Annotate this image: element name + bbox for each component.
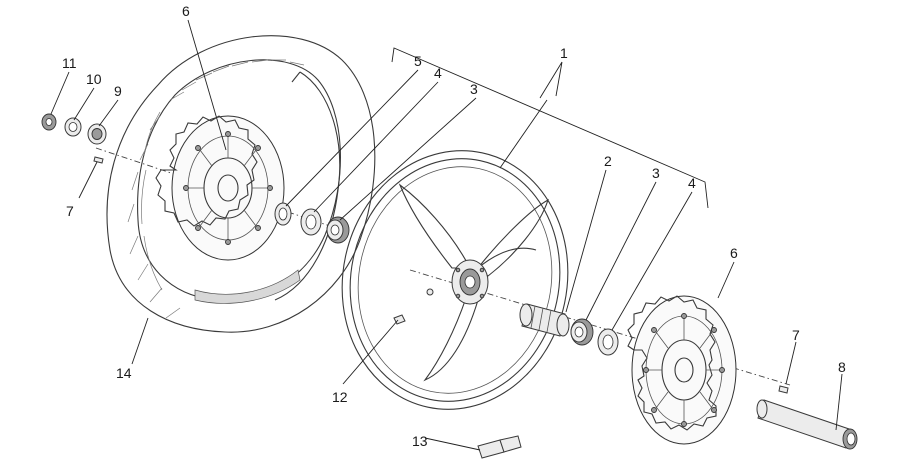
circlip-5 — [274, 202, 292, 226]
callout-10: 10 — [86, 71, 102, 87]
nut-11 — [41, 113, 57, 131]
callout-6-right: 6 — [730, 245, 738, 261]
spacer-2 — [519, 303, 570, 337]
callout-14: 14 — [116, 365, 132, 381]
bearing-3-right — [570, 318, 594, 346]
group-bracket-1 — [391, 47, 709, 209]
callout-4-right: 4 — [688, 175, 696, 191]
callout-7-right: 7 — [792, 327, 800, 343]
bearing-3-left — [326, 216, 350, 244]
brake-disc-right — [627, 295, 737, 445]
callout-13: 13 — [412, 433, 428, 449]
callout-7-left: 7 — [66, 203, 74, 219]
callout-6-left: 6 — [182, 3, 190, 19]
brake-disc-left — [155, 115, 285, 261]
wheel-rim — [341, 150, 569, 410]
screw-7-left — [93, 156, 104, 164]
screw-7-right — [778, 385, 789, 394]
washer-10 — [64, 117, 82, 137]
spacer-9 — [87, 123, 107, 145]
callout-8: 8 — [838, 359, 846, 375]
callout-4-left: 4 — [434, 65, 442, 81]
tyre — [106, 35, 376, 333]
callout-3-right: 3 — [652, 165, 660, 181]
callout-12: 12 — [332, 389, 348, 405]
leader-lines — [50, 19, 843, 451]
callout-11: 11 — [62, 55, 77, 71]
callout-3-left: 3 — [470, 81, 478, 97]
callout-9: 9 — [114, 83, 122, 99]
callout-1: 1 — [560, 45, 568, 61]
axle-8 — [756, 399, 858, 450]
seal-4-right — [597, 328, 619, 356]
weights-13 — [477, 435, 522, 459]
callout-5: 5 — [414, 53, 422, 69]
callout-2: 2 — [604, 153, 612, 169]
seal-4-left — [300, 208, 322, 236]
